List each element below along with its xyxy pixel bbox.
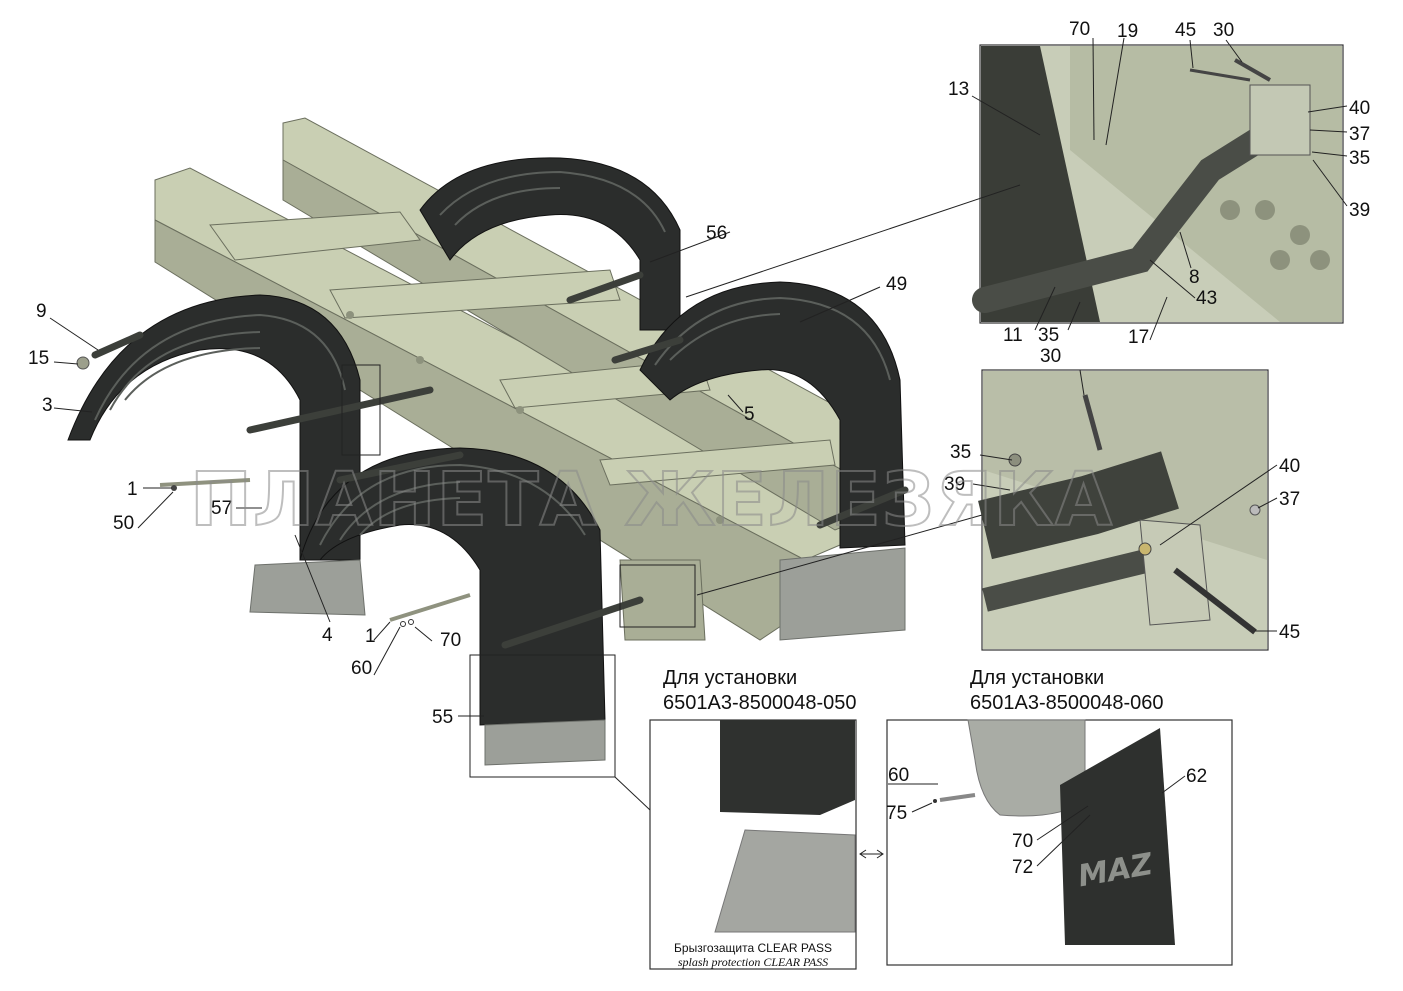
detail2-callout-39: 39 (944, 474, 965, 495)
detail2-callout-30: 30 (1040, 346, 1061, 367)
option-b-heading-line1: Для установки (970, 667, 1104, 689)
leader-lines (49, 37, 1348, 867)
callout-60-front: 60 (351, 658, 372, 679)
detail-marker-lower (619, 564, 696, 628)
option-link-arrow (859, 849, 884, 859)
detail-callout-40: 40 (1349, 98, 1370, 119)
fender-front-right (639, 281, 906, 641)
detail-callout-8: 8 (1189, 267, 1200, 288)
callout-50: 50 (113, 513, 134, 534)
fender-rear-left (67, 294, 366, 616)
detail-panel-middle (978, 369, 1269, 651)
callout-70-front: 70 (440, 630, 461, 651)
detail-callout-43: 43 (1196, 288, 1217, 309)
callout-15: 15 (28, 348, 49, 369)
detail2-callout-35: 35 (950, 442, 971, 463)
option-a-heading-line1: Для установки (663, 667, 797, 689)
detail-marker-upper (341, 364, 381, 456)
fender-rear-right (419, 157, 681, 331)
detail-callout-70: 70 (1069, 19, 1090, 40)
watermark: ПЛАНЕТА ЖЕЛЕЗЯКА (190, 457, 1113, 543)
detail-callout-37: 37 (1349, 124, 1370, 145)
option-panel-b: MAZ (886, 719, 1233, 966)
detail-callout-19: 19 (1117, 21, 1138, 42)
option-a-caption-en: splash protection CLEAR PASS (678, 955, 828, 969)
detail2-callout-45: 45 (1279, 622, 1300, 643)
callout-1-front: 1 (365, 626, 376, 647)
detail-callout-35b: 35 (1038, 325, 1059, 346)
option-b-heading-line2: 6501А3-8500048-060 (970, 692, 1164, 714)
detail-panel-upper (972, 44, 1344, 324)
option-panel-a: Брызгозащита CLEAR PASS splash protectio… (649, 719, 857, 970)
option-callout-72: 72 (1012, 857, 1033, 878)
mounting-tubes (91, 271, 909, 649)
detail2-callout-40: 40 (1279, 456, 1300, 477)
callout-49: 49 (886, 274, 907, 295)
option-callout-62: 62 (1186, 766, 1207, 787)
option-callout-75: 75 (886, 803, 907, 824)
main-assembly (67, 117, 909, 766)
callout-1-left: 1 (127, 479, 138, 500)
detail-callout-17: 17 (1128, 327, 1149, 348)
callout-labels: 9 15 3 1 50 57 4 1 60 70 55 56 49 5 70 1… (28, 19, 1370, 878)
callout-3: 3 (42, 395, 53, 416)
fender-front-left (299, 447, 606, 766)
detail2-callout-37: 37 (1279, 489, 1300, 510)
callout-9: 9 (36, 301, 47, 322)
option-a-caption-ru: Брызгозащита CLEAR PASS (674, 941, 832, 955)
detail-callout-39: 39 (1349, 200, 1370, 221)
detail-callout-30: 30 (1213, 20, 1234, 41)
detail-callout-13: 13 (948, 79, 969, 100)
callout-4: 4 (322, 625, 333, 646)
mudflap (1060, 728, 1175, 945)
option-callout-70: 70 (1012, 831, 1033, 852)
detail-callout-11: 11 (1003, 325, 1023, 346)
callout-5: 5 (744, 404, 755, 425)
detail-callout-35: 35 (1349, 148, 1370, 169)
option-callout-60: 60 (888, 765, 909, 786)
callout-56: 56 (706, 223, 727, 244)
callout-57: 57 (211, 498, 232, 519)
option-a-heading-line2: 6501А3-8500048-050 (663, 692, 857, 714)
callout-55: 55 (432, 707, 453, 728)
detail-callout-45: 45 (1175, 20, 1196, 41)
